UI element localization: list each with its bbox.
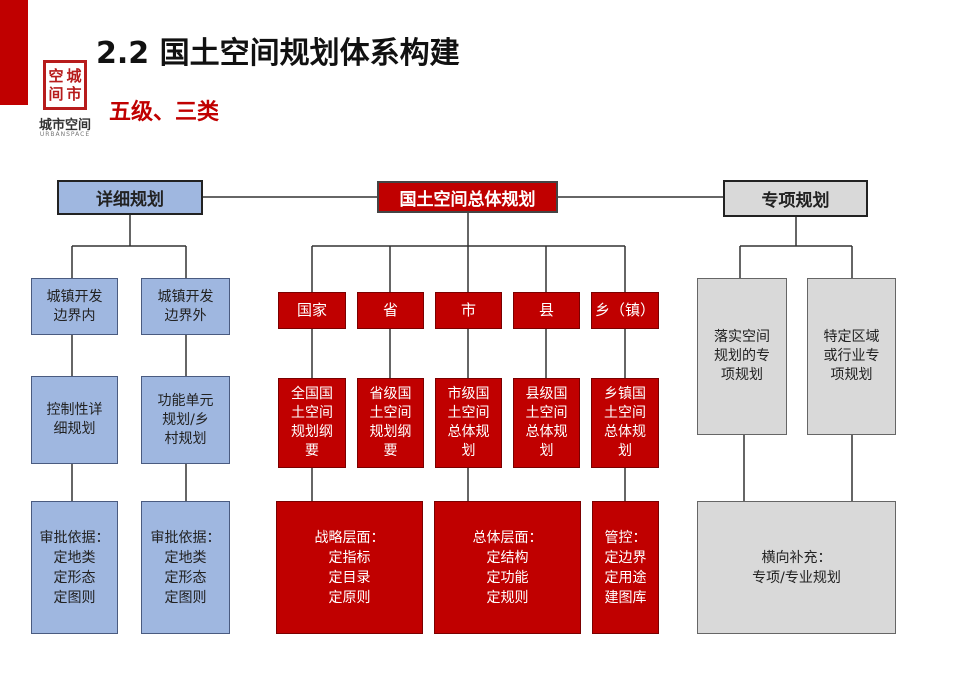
master-plan-head: 国土空间总体规划: [377, 181, 558, 213]
approval-basis-box-1: 审批依据： 定地类 定形态 定图则: [31, 501, 118, 634]
brand-bar: [0, 0, 28, 105]
approval-basis-box-2: 审批依据： 定地类 定形态 定图则: [141, 501, 230, 634]
logo-text: 城市空间: [38, 118, 91, 133]
level-township: 乡（镇）: [591, 292, 659, 329]
plan-city: 市级国 土空间 总体规 划: [435, 378, 502, 468]
specific-area-special-plan-box: 特定区域 或行业专 项规划: [807, 278, 896, 435]
horizontal-supplement-box: 横向补充： 专项/专业规划: [697, 501, 896, 634]
urban-boundary-inside-box: 城镇开发 边界内: [31, 278, 118, 335]
control-layer-box: 管控： 定边界 定用途 建图库: [592, 501, 659, 634]
plan-national: 全国国 土空间 规划纲 要: [278, 378, 346, 468]
plan-province: 省级国 土空间 规划纲 要: [357, 378, 424, 468]
special-plan-head: 专项规划: [723, 180, 868, 217]
plan-township: 乡镇国 土空间 总体规 划: [591, 378, 659, 468]
level-city: 市: [435, 292, 502, 329]
functional-unit-plan-box: 功能单元 规划/乡 村规划: [141, 376, 230, 464]
detailed-plan-head: 详细规划: [57, 180, 203, 215]
regulatory-detailed-plan-box: 控制性详 细规划: [31, 376, 118, 464]
page-title: 2.2 国土空间规划体系构建: [96, 36, 460, 71]
overall-layer-box: 总体层面： 定结构 定功能 定规则: [434, 501, 581, 634]
urban-boundary-outside-box: 城镇开发 边界外: [141, 278, 230, 335]
logo-subtext: URBANSPACE: [39, 131, 91, 138]
level-province: 省: [357, 292, 424, 329]
level-county: 县: [513, 292, 580, 329]
level-national: 国家: [278, 292, 346, 329]
implement-special-plan-box: 落实空间 规划的专 项规划: [697, 278, 787, 435]
logo: 空 城 间 市 城市空间 URBANSPACE: [36, 60, 94, 160]
plan-county: 县级国 土空间 总体规 划: [513, 378, 580, 468]
logo-seal: 空 城 间 市: [43, 60, 87, 110]
page-subtitle: 五级、三类: [109, 100, 220, 125]
strategic-layer-box: 战略层面： 定指标 定目录 定原则: [276, 501, 423, 634]
